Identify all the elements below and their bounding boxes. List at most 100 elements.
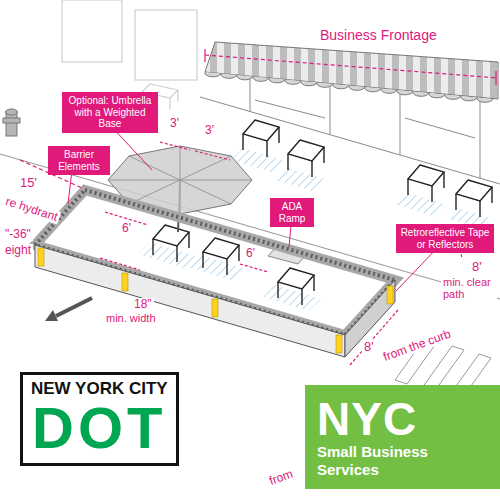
reflectors xyxy=(122,273,128,291)
sidewalk-tables xyxy=(288,140,324,161)
umbrella xyxy=(108,180,180,181)
dimension-label: 6' xyxy=(244,247,257,260)
platform-tables xyxy=(188,232,189,248)
platform-tables xyxy=(226,259,227,275)
callout-text: Barrier Elements xyxy=(52,149,106,172)
dimension-lines xyxy=(240,264,268,272)
sidewalk-tables xyxy=(287,154,288,170)
traffic-direction-arrow xyxy=(56,298,92,316)
background-buildings xyxy=(177,90,178,102)
dimension-label: Business Frontage xyxy=(318,28,439,43)
awning xyxy=(205,72,493,102)
reflectors xyxy=(336,335,342,353)
sidewalk-tables xyxy=(278,127,279,143)
storefront xyxy=(255,100,325,118)
platform-tables xyxy=(152,239,153,255)
sidewalk-tables xyxy=(479,201,480,217)
umbrella xyxy=(180,180,231,204)
barrier-planters xyxy=(345,280,395,357)
logo-text: NEW YORK CITY xyxy=(31,379,168,399)
storefront xyxy=(480,98,481,178)
seating-platform xyxy=(263,285,321,311)
dimension-lines xyxy=(195,151,230,160)
reflectors xyxy=(38,248,44,266)
callout-box: ADA Ramp xyxy=(270,198,314,227)
reflectors xyxy=(212,299,218,317)
fire-hydrant xyxy=(6,109,18,115)
sidewalk-tables xyxy=(408,165,444,186)
platform-tables xyxy=(176,246,177,262)
platform-tables xyxy=(203,238,239,259)
callout-box: Optional: Umbrella with a Weighted Base xyxy=(62,92,158,133)
logo-wordmark: NYC xyxy=(317,395,488,443)
logo-wordmark: DOT xyxy=(31,399,168,457)
dimension-lines xyxy=(495,71,496,85)
reflectors xyxy=(38,248,393,353)
platform-tables xyxy=(153,225,189,246)
sidewalk-tables xyxy=(443,172,444,188)
dimension-lines xyxy=(205,55,498,78)
dimension-label: from xyxy=(266,467,297,489)
umbrella xyxy=(180,180,181,214)
dimension-lines xyxy=(20,49,498,365)
dimension-label: "-36" xyxy=(3,228,33,241)
sidewalk-tables xyxy=(491,187,492,203)
awning xyxy=(205,42,498,102)
sidewalk-tables xyxy=(456,180,492,201)
background-buildings xyxy=(135,10,197,80)
platform-tables xyxy=(238,245,239,261)
dimension-label: 15' xyxy=(18,176,39,190)
sidewalk-tables xyxy=(323,147,324,163)
background-buildings xyxy=(62,0,122,62)
fire-hydrant xyxy=(3,109,20,136)
sidewalk-tables xyxy=(407,179,408,195)
sidewalk-table-shadows xyxy=(396,193,448,217)
fire-hydrant xyxy=(3,118,20,123)
background-buildings xyxy=(169,98,170,110)
dimension-lines xyxy=(160,142,190,150)
dimension-label: 3' xyxy=(168,117,181,130)
dimension-label: 18" xyxy=(132,298,154,311)
logo-text: Small Business Services xyxy=(317,443,488,479)
sidewalk-tables xyxy=(311,161,312,177)
dimension-label: 3' xyxy=(203,124,216,137)
callout-text: Retroreflective Tape or Reflectors xyxy=(400,227,490,250)
dimension-label: 8' xyxy=(470,260,484,274)
callout-text: Optional: Umbrella with a Weighted Base xyxy=(66,95,154,130)
leader-lines xyxy=(68,170,72,204)
traffic-direction-arrow xyxy=(45,310,58,321)
storefront xyxy=(250,76,251,112)
storefront xyxy=(200,97,500,184)
platform-tables xyxy=(202,252,203,268)
storefront xyxy=(330,84,331,135)
dimension-lines xyxy=(204,49,205,62)
fire-hydrant xyxy=(6,112,17,136)
barrier-planters xyxy=(35,245,345,357)
leader-lines xyxy=(68,125,440,291)
sidewalk-table-shadows xyxy=(231,148,494,229)
seating-platform xyxy=(138,242,196,268)
sidewalk-tables xyxy=(431,186,432,202)
platform-tables xyxy=(277,282,278,298)
platform-tables xyxy=(301,289,302,305)
reflectors xyxy=(387,286,393,304)
seating-platform xyxy=(188,255,246,281)
umbrella xyxy=(180,146,181,180)
sidewalk-tables xyxy=(242,134,243,150)
sidewalk-tables xyxy=(455,194,456,210)
dimension-label: min. width xyxy=(104,312,158,324)
dimension-label: 6' xyxy=(120,222,133,235)
umbrella xyxy=(129,156,180,180)
dimension-label: eight xyxy=(3,244,33,257)
dimension-lines xyxy=(100,258,140,270)
dimension-label: min. clear path xyxy=(441,276,497,300)
umbrella xyxy=(180,156,231,180)
platform-tables xyxy=(278,268,314,289)
storefront xyxy=(405,118,475,138)
dimension-label: re hydrant xyxy=(2,194,61,224)
awning xyxy=(205,42,498,99)
logo-box: NEW YORK CITYDOT xyxy=(20,372,179,466)
umbrella xyxy=(180,180,252,181)
logo-box: NYCSmall Business Services xyxy=(305,385,500,489)
